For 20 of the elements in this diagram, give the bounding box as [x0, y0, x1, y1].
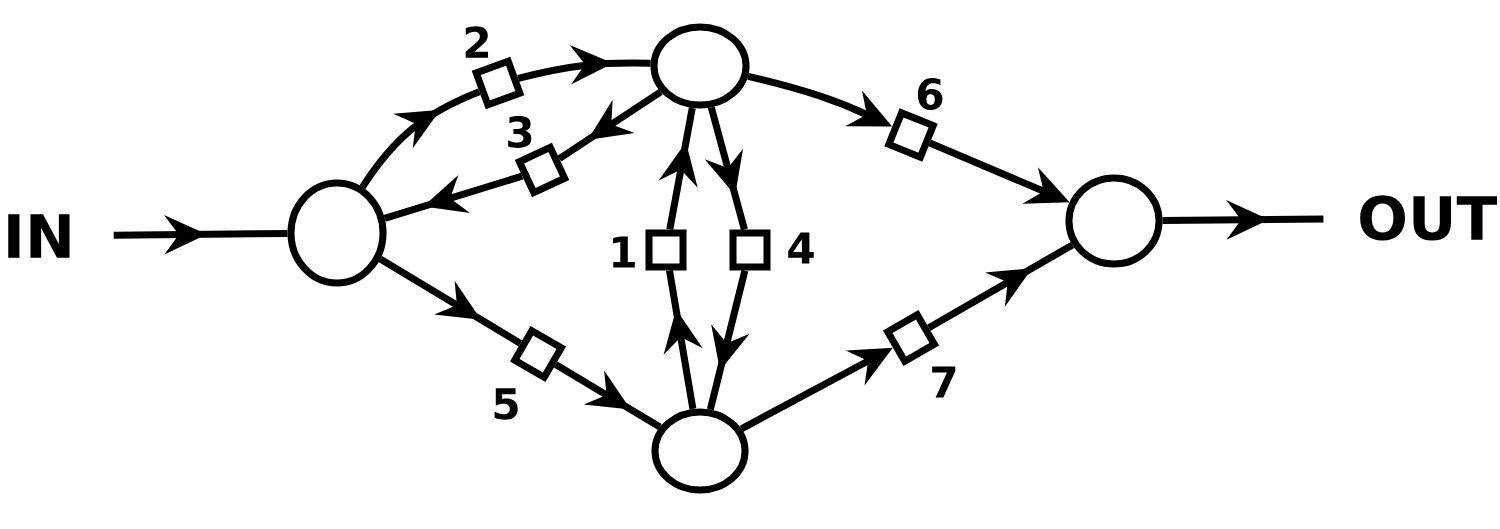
arrow: [383, 172, 524, 222]
callout-number: 7: [932, 366, 956, 398]
arrow: [359, 88, 481, 190]
circle-node: [651, 408, 749, 494]
arrow: [553, 361, 662, 430]
callout-number: 1: [613, 236, 635, 268]
arrow: [706, 269, 750, 411]
terminal-label: OUT: [1360, 195, 1497, 241]
callout-number: 5: [494, 388, 518, 420]
circle-node: [1065, 174, 1163, 268]
arrow: [927, 241, 1075, 331]
terminal-label: IN: [8, 214, 70, 258]
callout-number: 4: [788, 232, 814, 264]
callout-number: 3: [508, 116, 532, 148]
circle-node: [650, 23, 750, 109]
callout-number: 6: [917, 78, 943, 110]
callout-number: 2: [465, 26, 489, 58]
circle-node: [287, 179, 387, 287]
arrow: [557, 88, 663, 162]
arrow: [378, 256, 523, 347]
